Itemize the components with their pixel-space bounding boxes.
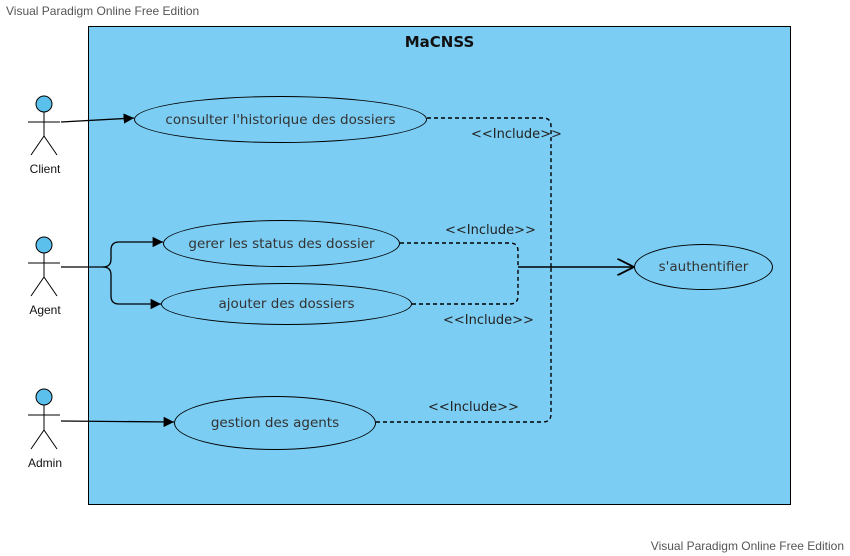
- include-label-ajouter: <<Include>>: [443, 313, 534, 328]
- system-title: MaCNSS: [404, 33, 475, 51]
- watermark-bottom: Visual Paradigm Online Free Edition: [650, 539, 844, 553]
- include-consulter-auth: [427, 117, 552, 267]
- include-label-consulter: <<Include>>: [471, 127, 562, 142]
- association-admin-gestion: [60, 416, 175, 428]
- usecase-ajouter-dossiers[interactable]: ajouter des dossiers: [161, 283, 412, 325]
- include-label-gestion: <<Include>>: [428, 400, 519, 415]
- include-ajouter-auth: [412, 267, 519, 305]
- actor-admin-label: Admin: [27, 456, 62, 470]
- actor-agent[interactable]: [28, 236, 60, 297]
- actor-client-label: Client: [29, 162, 61, 176]
- association-client-consulter: [60, 113, 135, 124]
- association-agent-ajouter: [102, 266, 161, 310]
- usecase-gestion-agents[interactable]: gestion des agents: [174, 396, 376, 450]
- actor-agent-label: Agent: [29, 303, 61, 317]
- actor-admin[interactable]: [28, 388, 60, 450]
- include-gestion-auth: [376, 267, 552, 423]
- usecase-consulter-historique[interactable]: consulter l'historique des dossiers: [134, 96, 427, 143]
- include-gerer-auth: [400, 242, 519, 267]
- usecase-gerer-status[interactable]: gerer les status des dossier: [163, 220, 400, 267]
- include-label-gerer: <<Include>>: [445, 223, 536, 238]
- association-agent-gerer: [61, 236, 163, 268]
- watermark-top: Visual Paradigm Online Free Edition: [6, 4, 200, 18]
- usecase-authentifier[interactable]: s'authentifier: [634, 244, 773, 290]
- actor-client[interactable]: [28, 95, 60, 156]
